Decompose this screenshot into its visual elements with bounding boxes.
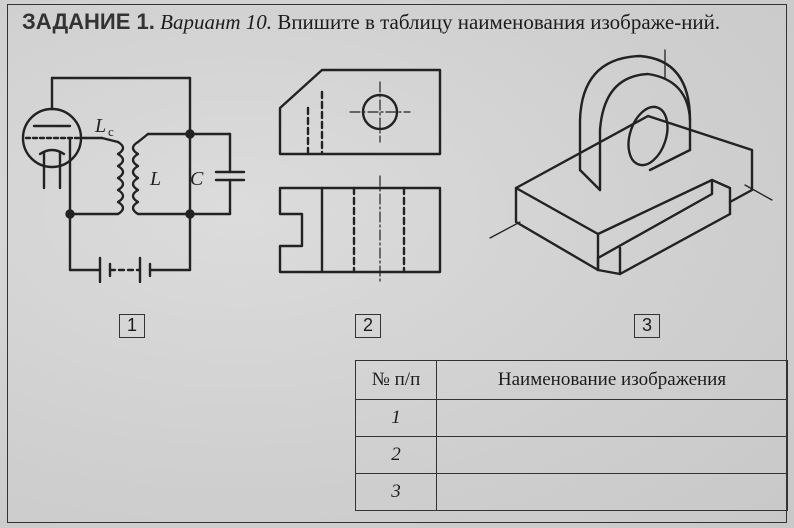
circuit-diagram: L c L C <box>21 76 246 284</box>
figure-number-2: 2 <box>355 314 381 338</box>
task-instruction: Впишите в таблицу наименования изображе-… <box>277 10 721 34</box>
row-number: 1 <box>355 399 437 437</box>
row-name-cell[interactable] <box>436 473 788 511</box>
header-number: № п/п <box>355 360 437 400</box>
isometric-part <box>489 49 773 276</box>
task-heading: ЗАДАНИЕ 1. Вариант 10. Впишите в таблицу… <box>22 9 772 35</box>
technical-drawing <box>278 68 442 285</box>
row-name-cell[interactable] <box>436 436 788 474</box>
table-header-row: № п/п Наименование изображения <box>355 360 788 400</box>
table-row: 2 <box>355 436 788 474</box>
table-row: 1 <box>355 399 788 437</box>
label-lc: L <box>94 115 106 137</box>
worksheet-frame <box>7 4 787 523</box>
answer-table: № п/п Наименование изображения 1 2 3 <box>355 360 788 511</box>
row-number: 3 <box>355 473 437 511</box>
figure-number-3: 3 <box>634 314 660 338</box>
row-number: 2 <box>355 436 437 474</box>
table-row: 3 <box>355 473 788 511</box>
label-l: L <box>149 168 161 190</box>
figure-number-1: 1 <box>119 314 145 338</box>
header-name: Наименование изображения <box>436 360 788 400</box>
row-name-cell[interactable] <box>436 399 788 437</box>
label-c: C <box>190 168 204 190</box>
label-lc-sub: c <box>108 124 114 139</box>
task-variant: Вариант 10. <box>160 10 273 34</box>
task-label: ЗАДАНИЕ 1. <box>22 9 155 34</box>
